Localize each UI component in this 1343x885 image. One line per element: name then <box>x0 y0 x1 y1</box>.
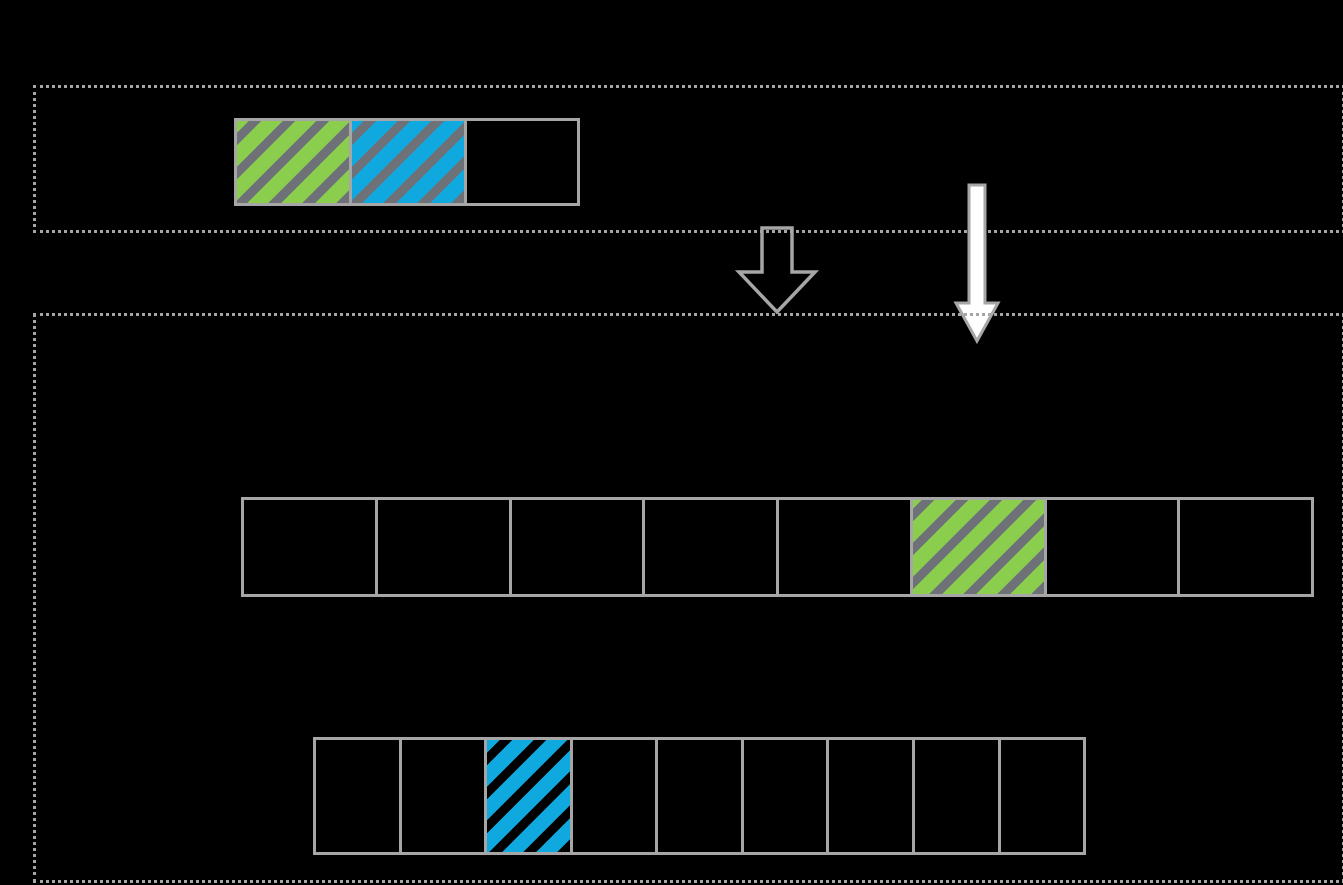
solid-down-arrow-shape <box>953 183 1001 345</box>
target-a-cell-0[interactable] <box>244 500 378 594</box>
target-b-cell-8[interactable] <box>1000 740 1084 852</box>
solid-down-arrow <box>953 183 1001 345</box>
target-a-cell-7[interactable] <box>1180 500 1311 594</box>
target-row-a <box>241 497 1314 597</box>
target-b-cell-5[interactable] <box>743 740 830 852</box>
target-b-cell-2[interactable] <box>487 740 573 852</box>
hollow-down-arrow <box>734 226 820 315</box>
source-region <box>33 85 1343 233</box>
target-b-cell-7[interactable] <box>914 740 1001 852</box>
target-b-cell-3[interactable] <box>572 740 659 852</box>
target-b-cell-6[interactable] <box>829 740 915 852</box>
target-b-cell-0[interactable] <box>316 740 402 852</box>
source-cell-1[interactable] <box>352 121 467 203</box>
source-cell-2[interactable] <box>467 121 577 203</box>
target-a-cell-2[interactable] <box>511 500 646 594</box>
target-b-cell-4[interactable] <box>658 740 744 852</box>
source-row <box>234 118 580 206</box>
target-b-cell-1[interactable] <box>401 740 488 852</box>
target-a-cell-6[interactable] <box>1046 500 1181 594</box>
target-a-cell-5[interactable] <box>912 500 1047 594</box>
target-a-cell-1[interactable] <box>377 500 512 594</box>
target-a-cell-4[interactable] <box>779 500 913 594</box>
target-row-b <box>313 737 1086 855</box>
source-cell-0[interactable] <box>237 121 352 203</box>
hollow-down-arrow-shape <box>734 226 820 315</box>
target-a-cell-3[interactable] <box>645 500 779 594</box>
